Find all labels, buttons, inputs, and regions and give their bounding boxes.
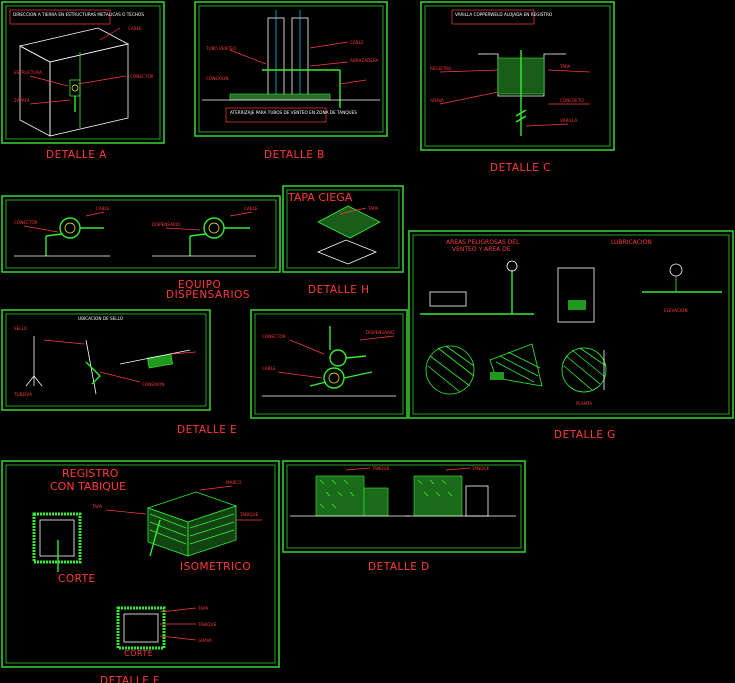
svg-text:DISPENSARIO: DISPENSARIO — [366, 330, 395, 335]
detail-b-caption: DETALLE B — [264, 149, 325, 161]
detail-f-title-line2: CON TABIQUE — [50, 480, 126, 493]
equipo-caption-line1: EQUIPO — [178, 279, 221, 291]
svg-text:CABLE: CABLE — [262, 366, 276, 371]
svg-text:ZAPATA: ZAPATA — [14, 98, 30, 103]
detail-b-note: ATERRIZAJE PARA TUBOS DE VENTEO EN ZONA … — [230, 110, 357, 115]
dispenser-grounding-panel: CONECTOR CABLE DISPENSARIO — [250, 309, 408, 419]
detail-g-lubricacion: LUBRICACION — [611, 239, 652, 246]
detail-f-title-line1: REGISTRO — [62, 467, 119, 480]
detail-f-isometrico: ISOMETRICO — [180, 561, 251, 573]
svg-text:TAPA: TAPA — [197, 606, 208, 611]
detail-a-panel: DIRECCION A TIERRA EN ESTRUCTURAS METALI… — [1, 1, 165, 161]
svg-text:TAPA: TAPA — [559, 64, 570, 69]
svg-text:ABRAZADERA: ABRAZADERA — [350, 58, 379, 63]
svg-text:DISPENSARIO: DISPENSARIO — [152, 222, 181, 227]
detail-e-caption: DETALLE E — [177, 424, 237, 436]
svg-text:GRAVA: GRAVA — [430, 98, 444, 103]
svg-text:TAPA: TAPA — [91, 504, 102, 509]
svg-text:SELLO: SELLO — [14, 326, 28, 331]
svg-text:CABLE: CABLE — [96, 206, 110, 211]
svg-text:CABLE: CABLE — [128, 26, 142, 31]
svg-text:TANQUE: TANQUE — [471, 466, 490, 471]
detail-h-title: TAPA CIEGA — [287, 191, 353, 204]
detail-g-caption: DETALLE G — [554, 429, 616, 441]
detail-g-zone-line2: VENTEO Y AREA DE — [452, 246, 511, 253]
equipo-dispensarios-panel: CONECTOR CABLE DISPENSARIO CABLE EQUIPO … — [1, 195, 281, 301]
svg-text:TAPA: TAPA — [367, 206, 378, 211]
svg-text:GRAVA: GRAVA — [198, 638, 212, 643]
svg-text:CABLE: CABLE — [350, 40, 364, 45]
svg-text:VARILLA: VARILLA — [560, 118, 577, 123]
equipo-caption-line2: DISPENSARIOS — [166, 289, 250, 301]
svg-text:TANQUE: TANQUE — [371, 466, 390, 471]
detail-h-caption: DETALLE H — [308, 284, 370, 296]
detail-d-panel: TANQUE TANQUE DETALLE D — [282, 460, 526, 573]
detail-a-note: DIRECCION A TIERRA EN ESTRUCTURAS METALI… — [13, 12, 144, 17]
svg-text:CONEXION: CONEXION — [142, 382, 165, 387]
svg-text:CABLE: CABLE — [244, 206, 258, 211]
detail-d-caption: DETALLE D — [368, 561, 430, 573]
detail-e-panel: UBICACION DE SELLO SELLO TUBERIA CONEXIO… — [1, 309, 237, 436]
detail-f-corte2: CORTE — [124, 649, 153, 658]
svg-text:REGISTRO: REGISTRO — [430, 66, 452, 71]
svg-text:CONCRETO: CONCRETO — [560, 98, 584, 103]
detail-c-note: VARILLA COPPERWELD ALOJADA EN REGISTRO — [455, 12, 553, 17]
detail-c-caption: DETALLE C — [490, 162, 551, 174]
svg-text:MARCO: MARCO — [226, 480, 242, 485]
detail-f-corte: CORTE — [58, 573, 96, 585]
detail-g-elevacion: ELEVACION — [664, 308, 688, 313]
detail-g-zone-line1: AREAS PELIGROSAS DEL — [446, 239, 520, 246]
detail-f-caption: DETALLE F — [100, 675, 160, 683]
detail-e-note: UBICACION DE SELLO — [78, 316, 124, 321]
svg-text:TABIQUE: TABIQUE — [239, 512, 259, 517]
svg-text:CONECTOR: CONECTOR — [14, 220, 38, 225]
svg-text:CONECTOR: CONECTOR — [130, 74, 154, 79]
detail-a-caption: DETALLE A — [46, 149, 107, 161]
svg-text:TUBO VENTEO: TUBO VENTEO — [205, 46, 237, 51]
svg-text:TABIQUE: TABIQUE — [197, 622, 217, 627]
svg-text:CONECTOR: CONECTOR — [262, 334, 286, 339]
detail-g-panel: AREAS PELIGROSAS DEL VENTEO Y AREA DE LU… — [408, 230, 734, 441]
svg-text:ESTRUCTURA: ESTRUCTURA — [14, 70, 42, 75]
detail-g-planta: PLANTA — [576, 401, 592, 406]
detail-h-panel: TAPA CIEGA TAPA DETALLE H — [282, 185, 404, 296]
detail-c-panel: VARILLA COPPERWELD ALOJADA EN REGISTRO R… — [420, 1, 615, 174]
svg-text:TUBERIA: TUBERIA — [13, 392, 32, 397]
svg-text:CONEXION: CONEXION — [206, 76, 229, 81]
detail-f-panel: REGISTRO CON TABIQUE CORTE TAPA MARCO TA… — [1, 460, 280, 683]
detail-b-panel: ATERRIZAJE PARA TUBOS DE VENTEO EN ZONA … — [194, 1, 388, 161]
